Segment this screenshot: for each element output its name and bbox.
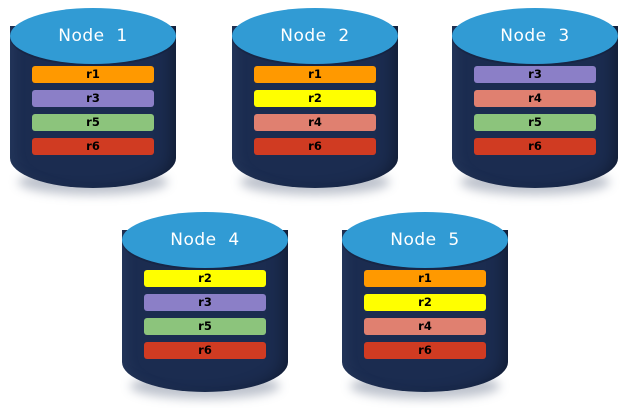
replica-bar[interactable]: r1 xyxy=(254,66,376,83)
replica-list: r2 r3 r5 r6 xyxy=(122,270,288,359)
replica-bar[interactable]: r4 xyxy=(254,114,376,131)
replica-bar[interactable]: r4 xyxy=(474,90,596,107)
replica-bar[interactable]: r6 xyxy=(144,342,266,359)
replica-list: r1 r2 r4 r6 xyxy=(342,270,508,359)
replica-bar[interactable]: r3 xyxy=(474,66,596,83)
replica-list: r1 r3 r5 r6 xyxy=(10,66,176,155)
replica-bar[interactable]: r3 xyxy=(144,294,266,311)
replica-bar[interactable]: r6 xyxy=(254,138,376,155)
replica-bar[interactable]: r1 xyxy=(364,270,486,287)
replica-bar[interactable]: r2 xyxy=(254,90,376,107)
replica-bar[interactable]: r6 xyxy=(474,138,596,155)
replica-bar[interactable]: r5 xyxy=(144,318,266,335)
replica-bar[interactable]: r5 xyxy=(32,114,154,131)
replica-list: r3 r4 r5 r6 xyxy=(452,66,618,155)
cylinder-top-icon xyxy=(342,212,508,268)
replica-bar[interactable]: r3 xyxy=(32,90,154,107)
replica-bar[interactable]: r4 xyxy=(364,318,486,335)
replica-bar[interactable]: r2 xyxy=(144,270,266,287)
cylinder-top-icon xyxy=(232,8,398,64)
replica-bar[interactable]: r2 xyxy=(364,294,486,311)
replica-bar[interactable]: r5 xyxy=(474,114,596,131)
replica-list: r1 r2 r4 r6 xyxy=(232,66,398,155)
replica-bar[interactable]: r1 xyxy=(32,66,154,83)
cylinder-top-icon xyxy=(452,8,618,64)
replica-bar[interactable]: r6 xyxy=(32,138,154,155)
replica-bar[interactable]: r6 xyxy=(364,342,486,359)
cylinder-top-icon xyxy=(10,8,176,64)
cylinder-top-icon xyxy=(122,212,288,268)
